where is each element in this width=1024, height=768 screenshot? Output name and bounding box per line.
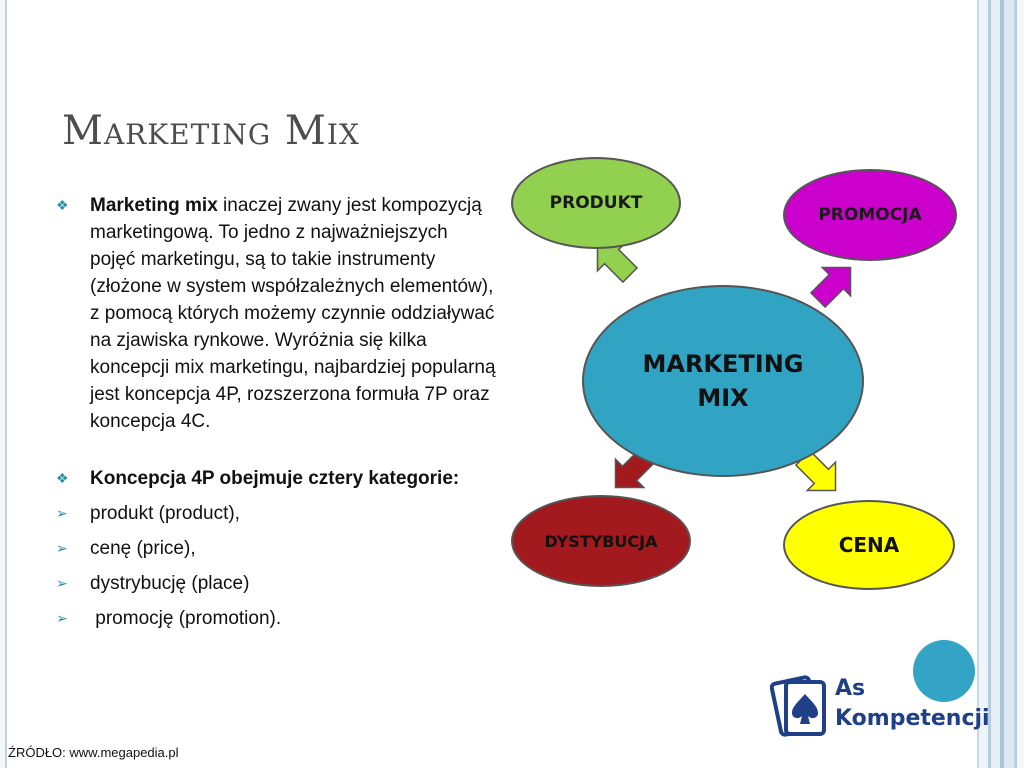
source-caption: ŹRÓDŁO: www.megapedia.pl bbox=[8, 745, 179, 760]
list-item-4p: ❖ Koncepcja 4P obejmuje cztery kategorie… bbox=[56, 465, 496, 492]
list-item-definition: ❖ Marketing mix inaczej zwany jest kompo… bbox=[56, 192, 496, 435]
list-item-label: produkt (product), bbox=[90, 503, 240, 524]
list-item-label: promocję (promotion). bbox=[90, 608, 282, 629]
node-cena: CENA bbox=[783, 500, 955, 590]
list-item: ➢ produkt (product), bbox=[56, 500, 496, 527]
content-list: ❖ Marketing mix inaczej zwany jest kompo… bbox=[56, 192, 496, 632]
chevron-bullet-icon: ➢ bbox=[56, 540, 68, 556]
node-promocja-label: PROMOCJA bbox=[818, 205, 922, 225]
node-dystrybucja: DYSTYBUCJA bbox=[511, 495, 691, 587]
ace-of-spades-icon bbox=[770, 675, 826, 737]
concept-4p-heading: Koncepcja 4P obejmuje cztery kategorie: bbox=[90, 468, 460, 489]
right-border-stripes bbox=[974, 0, 1024, 768]
arrow-to-promocja bbox=[809, 266, 852, 309]
logo-text-line1: As bbox=[835, 676, 866, 701]
chevron-bullet-icon: ➢ bbox=[56, 505, 68, 521]
list-item: ➢ promocję (promotion). bbox=[56, 605, 496, 632]
chevron-bullet-icon: ➢ bbox=[56, 610, 68, 626]
node-produkt-label: PRODUKT bbox=[549, 193, 643, 213]
left-border-stripe bbox=[0, 0, 9, 768]
diagram-arrows bbox=[596, 241, 852, 492]
node-produkt: PRODUKT bbox=[511, 157, 681, 249]
center-label-line1: MARKETING bbox=[642, 350, 804, 378]
list-item: ➢ cenę (price), bbox=[56, 535, 496, 562]
list-item: ➢ dystrybucję (place) bbox=[56, 570, 496, 597]
node-cena-label: CENA bbox=[838, 533, 900, 557]
diamond-bullet-icon: ❖ bbox=[56, 197, 69, 213]
as-kompetencji-logo: As Kompetencji bbox=[765, 640, 995, 750]
logo-circle-decoration bbox=[913, 640, 975, 702]
logo-text: As Kompetencji bbox=[835, 674, 990, 734]
definition-text: inaczej zwany jest kompozycją marketingo… bbox=[90, 195, 496, 432]
center-label-line2: MIX bbox=[697, 384, 749, 412]
chevron-bullet-icon: ➢ bbox=[56, 575, 68, 591]
list-item-label: dystrybucję (place) bbox=[90, 573, 250, 594]
diamond-bullet-icon: ❖ bbox=[56, 470, 69, 486]
node-marketing-mix: MARKETING MIX bbox=[582, 285, 864, 477]
logo-text-line2: Kompetencji bbox=[835, 706, 990, 731]
term-marketing-mix: Marketing mix bbox=[90, 195, 218, 216]
node-promocja: PROMOCJA bbox=[783, 169, 957, 261]
arrow-to-cena bbox=[794, 449, 837, 492]
node-dystrybucja-label: DYSTYBUCJA bbox=[544, 531, 658, 551]
list-item-label: cenę (price), bbox=[90, 538, 196, 559]
slide-title: Marketing Mix bbox=[62, 108, 360, 154]
marketing-mix-diagram: PRODUKT PROMOCJA MARKETING MIX DYSTYBUCJ… bbox=[500, 150, 970, 610]
